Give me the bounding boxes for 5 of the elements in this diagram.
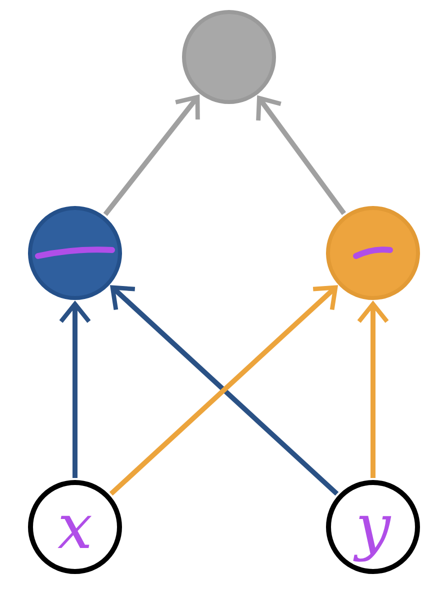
arrow: [103, 94, 200, 216]
arrow: [356, 302, 390, 478]
arrow: [58, 302, 92, 478]
arrow: [256, 96, 346, 215]
variable-label: x: [58, 496, 92, 558]
